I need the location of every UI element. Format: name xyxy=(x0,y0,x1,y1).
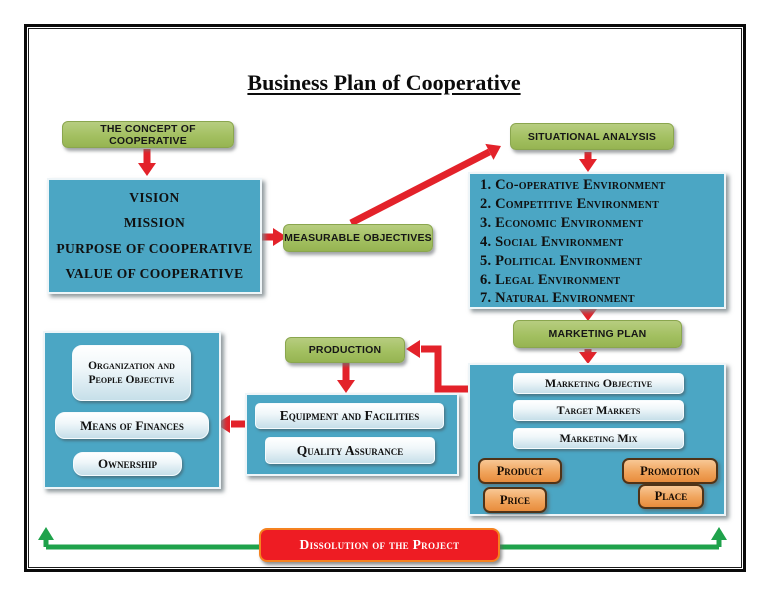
diagram-title-text: Business Plan of Cooperative xyxy=(247,70,521,95)
product-node: Product xyxy=(478,458,562,484)
foundation-list: VISION MISSION PURPOSE OF COOPERATIVE VA… xyxy=(49,180,260,292)
environment-item: 5. Political Environment xyxy=(480,252,643,269)
marketing-mix-label: Marketing Mix xyxy=(559,431,638,445)
price-node: Price xyxy=(483,487,547,513)
foundation-panel: VISION MISSION PURPOSE OF COOPERATIVE VA… xyxy=(47,178,262,294)
dissolution-node: Dissolution of the Project xyxy=(259,528,500,562)
environment-item: 6. Legal Environment xyxy=(480,271,621,288)
environments-panel: 1. Co-operative Environment 2. Competiti… xyxy=(468,172,726,309)
organization-people-objective-label: Organization and People Objective xyxy=(88,360,175,386)
ownership-label: Ownership xyxy=(97,456,158,471)
environment-item: 7. Natural Environment xyxy=(480,290,635,307)
value-of-cooperative-label: VALUE OF COOPERATIVE xyxy=(65,266,244,282)
marketing-plan-node: MARKETING PLAN xyxy=(513,320,682,348)
environment-item: 4. Social Environment xyxy=(480,233,624,250)
means-of-finances-label: Means of Finances xyxy=(80,417,184,433)
diagram-title: Business Plan of Cooperative xyxy=(0,70,768,96)
production-label: PRODUCTION xyxy=(308,344,382,356)
equipment-facilities-pill: Equipment and Facilities xyxy=(255,403,444,429)
environment-item: 1. Co-operative Environment xyxy=(480,177,666,193)
quality-assurance-pill: Quality Assurance xyxy=(265,437,435,464)
situational-analysis-label: SITUATIONAL ANALYSIS xyxy=(527,130,657,143)
outer-border-frame xyxy=(24,24,746,572)
place-label: Place xyxy=(654,489,688,503)
price-label: Price xyxy=(499,492,531,507)
equipment-facilities-label: Equipment and Facilities xyxy=(279,408,420,423)
production-node: PRODUCTION xyxy=(285,337,405,363)
situational-analysis-node: SITUATIONAL ANALYSIS xyxy=(510,123,674,150)
target-markets-label: Target Markets xyxy=(556,403,641,417)
ownership-pill: Ownership xyxy=(73,452,182,476)
concept-of-cooperative-label: THE CONCEPT OF COOPERATIVE xyxy=(100,122,196,147)
measurable-objectives-label: MEASURABLE OBJECTIVES xyxy=(284,232,432,244)
product-label: Product xyxy=(496,463,544,478)
target-markets-pill: Target Markets xyxy=(513,400,684,421)
purpose-of-cooperative-label: PURPOSE OF COOPERATIVE xyxy=(56,240,253,256)
measurable-objectives-node: MEASURABLE OBJECTIVES xyxy=(283,224,433,252)
environments-list: 1. Co-operative Environment 2. Competiti… xyxy=(470,174,724,308)
promotion-node: Promotion xyxy=(622,458,718,484)
mission-label: MISSION xyxy=(123,215,186,231)
marketing-plan-label: MARKETING PLAN xyxy=(548,328,647,340)
marketing-mix-pill: Marketing Mix xyxy=(513,428,684,449)
concept-of-cooperative-node: THE CONCEPT OF COOPERATIVE xyxy=(62,121,234,148)
organization-people-objective-pill: Organization and People Objective xyxy=(72,345,191,401)
marketing-objective-label: Marketing Objective xyxy=(544,376,653,390)
marketing-objective-pill: Marketing Objective xyxy=(513,373,684,394)
means-of-finances-pill: Means of Finances xyxy=(55,412,209,439)
dissolution-label: Dissolution of the Project xyxy=(299,537,460,552)
environment-item: 2. Competitive Environment xyxy=(480,195,660,212)
vision-label: VISION xyxy=(129,189,180,205)
environment-item: 3. Economic Environment xyxy=(480,214,644,231)
quality-assurance-label: Quality Assurance xyxy=(296,442,404,458)
place-node: Place xyxy=(638,484,704,509)
inner-border-frame xyxy=(28,28,742,568)
promotion-label: Promotion xyxy=(640,463,700,478)
